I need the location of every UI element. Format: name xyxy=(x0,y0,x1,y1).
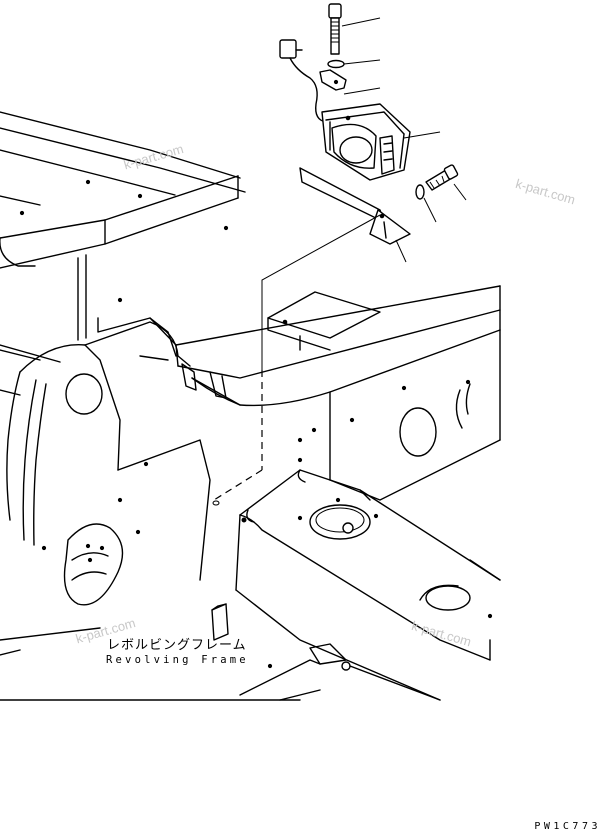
horn-bracket xyxy=(319,69,347,91)
lower-side-hole xyxy=(63,523,124,606)
side-bolt xyxy=(425,164,459,191)
right-side-frame xyxy=(297,329,501,501)
part-label-japanese: レボルビングフレーム xyxy=(107,638,247,653)
top-bolt xyxy=(328,3,342,55)
top-washer xyxy=(327,59,345,69)
wire-connector xyxy=(279,39,297,59)
horn-body xyxy=(321,103,411,181)
drawing-code: PW1C773 xyxy=(534,821,601,832)
leader-lines xyxy=(341,17,467,263)
part-label-english: Revolving Frame xyxy=(106,654,249,666)
upper-frame-beam xyxy=(0,111,246,269)
side-washer xyxy=(415,184,425,200)
inner-bracket-plate xyxy=(267,291,381,351)
horn-assembly xyxy=(279,3,459,245)
boom-foot-bracket xyxy=(6,317,211,581)
mounting-stay xyxy=(299,167,411,245)
left-frame-side xyxy=(0,254,123,361)
deck-plate xyxy=(235,469,501,701)
middle-cross-beam xyxy=(0,285,501,407)
mounting-pad xyxy=(211,603,229,641)
lower-floor-lines xyxy=(0,627,441,701)
assembly-guide-lines xyxy=(212,214,381,506)
